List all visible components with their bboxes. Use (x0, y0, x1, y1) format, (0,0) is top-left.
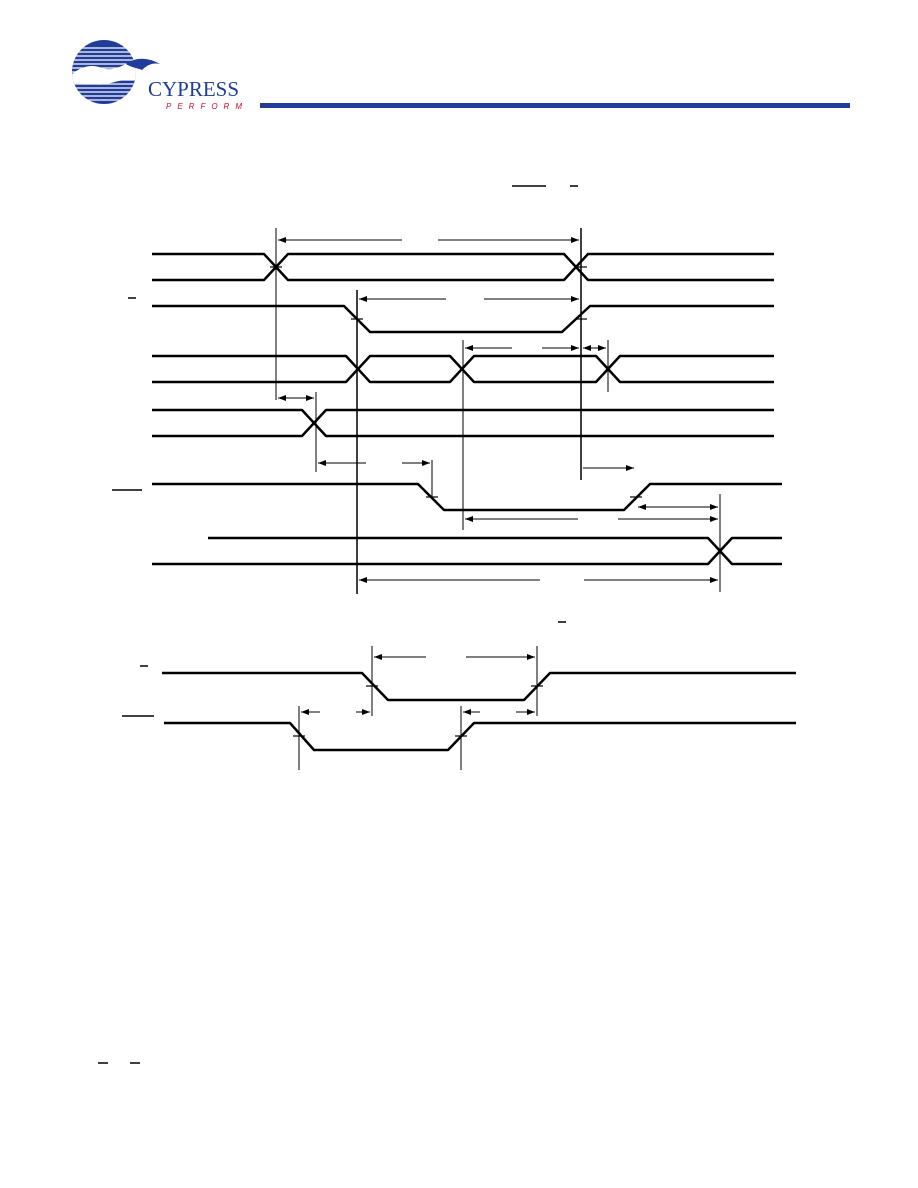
logo-wordmark: CYPRESS (148, 77, 240, 101)
dimension-arrow (278, 237, 579, 243)
dimension-arrow (465, 345, 579, 351)
dimension-arrow (465, 516, 718, 522)
header-rule (260, 103, 850, 108)
waveform-signal-5 (152, 482, 782, 512)
waveform-signal-b (164, 721, 796, 752)
waveform-signal-a (162, 671, 796, 702)
dimension-arrow (278, 395, 314, 401)
dimension-arrow (583, 465, 634, 471)
dimension-arrow (318, 460, 430, 466)
waveform-bus-3 (152, 354, 774, 384)
dimension-arrow (301, 709, 370, 715)
cypress-logo-icon (72, 40, 160, 104)
waveform-bus-1 (152, 252, 774, 282)
waveform-bus-4 (152, 408, 774, 438)
dimension-arrow (359, 577, 718, 583)
waveform-bus-6 (152, 536, 782, 566)
dimension-arrow (638, 504, 718, 510)
dimension-arrow (463, 709, 535, 715)
dimension-arrow (359, 296, 579, 302)
logo-tagline: PERFORM (166, 102, 248, 111)
dimension-arrow (583, 345, 606, 351)
waveform-bus-6 (208, 536, 782, 566)
waveform-signal-2 (152, 304, 774, 334)
waveform-bus-1 (152, 252, 774, 282)
dimension-arrow (374, 654, 535, 660)
